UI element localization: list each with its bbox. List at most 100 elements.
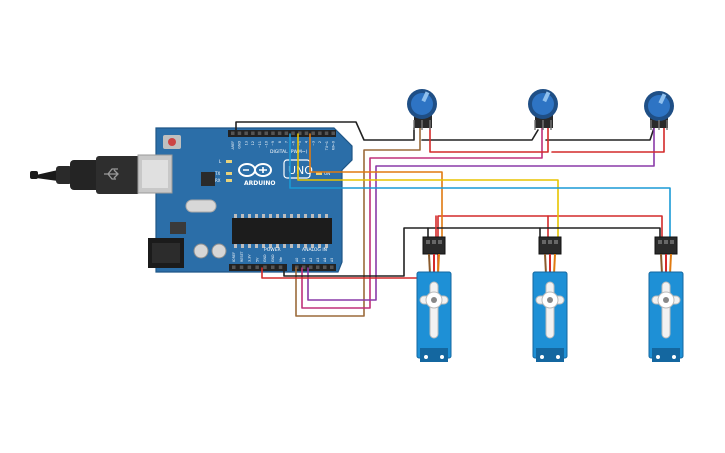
pin-label: A1 [302,258,306,262]
led-label-on: ON [324,171,330,176]
pin-label: GND [263,254,267,262]
header-pin[interactable] [231,131,235,136]
pin-label: IOREF [232,252,236,262]
board-model-label: UNO [288,164,313,177]
header-pin[interactable] [278,265,283,270]
header-pin[interactable] [239,265,244,270]
wire-red-pot3 [551,119,665,153]
pin-label: ~9 [271,141,275,146]
pin-label: A0 [295,258,299,262]
digital-header[interactable] [228,130,336,137]
header-pin[interactable] [237,131,242,136]
pin-label: GND [238,141,242,149]
pin-label: A4 [323,258,327,262]
pin-label: 4 [305,141,309,143]
header-pin[interactable] [304,131,309,136]
wire-gnd-pot-3 [545,127,655,141]
pin-label: RESET [240,250,244,262]
potentiometer-2[interactable] [528,89,558,130]
header-pin[interactable] [323,265,327,270]
pin-label: ~5 [298,141,302,146]
analog-header-label: ANALOG IN [302,247,327,253]
digital-header-label: DIGITAL (PWM~) [270,149,308,155]
status-leds: L TX RX ON [214,159,330,183]
header-pin[interactable] [244,131,248,136]
usb-cable-icon[interactable] [30,156,140,194]
header-pin[interactable] [257,131,262,136]
header-pin[interactable] [251,131,255,136]
wire-blue-signal [289,133,671,245]
potentiometer-3[interactable] [644,91,674,130]
header-pin[interactable] [264,131,269,136]
pin-label: GND [271,254,275,262]
pin-label: 7 [285,141,289,143]
led-label-tx: TX [214,171,220,176]
servo-2[interactable] [532,236,568,362]
pin-label: 2 [318,141,322,143]
pin-label: ~10 [265,141,269,148]
capacitor-2 [211,243,227,259]
header-pin[interactable] [277,131,282,136]
led-label-rx: RX [215,178,221,183]
dc-jack-icon [148,238,184,268]
header-pin[interactable] [324,131,329,136]
header-pin[interactable] [302,265,306,270]
pin-label: 13 [244,141,248,145]
voltage-regulator [170,222,186,234]
wire-yellow-signal [297,133,559,245]
reset-button-cap[interactable] [168,138,176,146]
arduino-logo-icon [238,163,272,177]
analog-header[interactable] [292,264,336,271]
header-pin[interactable] [298,131,302,136]
wire-black-servo-gnd [283,227,661,277]
header-pin[interactable] [263,265,267,270]
header-pin[interactable] [295,265,299,270]
pin-label: 12 [251,141,255,145]
header-pin[interactable] [255,265,259,270]
header-pin[interactable] [311,131,315,136]
pin-label: Vin [279,257,283,262]
servo-1[interactable] [416,236,452,362]
pin-label: ~6 [291,141,295,146]
pin-label: 5V [255,257,259,262]
pin-label: ~3 [311,141,315,146]
header-pin[interactable] [271,131,275,136]
chip-pins [234,214,328,248]
header-pin[interactable] [330,265,334,270]
pin-label: A5 [330,258,334,262]
pin-label: 3.3V [248,254,252,262]
usb-chip [201,172,215,186]
crystal-oscillator [185,199,217,213]
pin-label: TX→1 [325,141,329,151]
header-pin[interactable] [271,265,275,270]
usb-port-inner [142,160,168,188]
pin-label: AREF [231,141,235,150]
capacitor-1 [193,243,209,259]
power-header-label: POWER [264,247,281,253]
header-pin[interactable] [331,131,336,136]
wire-gnd-pots [235,121,415,141]
pin-label: A2 [309,258,313,262]
wire-red-pots [429,119,549,153]
board-brand-label: ARDUINO [244,180,275,187]
pin-label: ~11 [258,141,262,148]
header-pin[interactable] [247,265,252,270]
header-pin[interactable] [316,265,320,270]
led-label-l: L [219,159,222,164]
wire-purple-a2 [307,123,655,301]
wire-orange-signal [309,133,443,245]
potentiometer-1[interactable] [407,89,437,130]
header-pin[interactable] [284,131,289,136]
header-pin[interactable] [291,131,295,136]
wire-brown-a0 [295,119,421,317]
header-pin[interactable] [232,265,236,270]
pin-label: RX←0 [332,141,336,150]
header-pin[interactable] [318,131,322,136]
header-pin[interactable] [309,265,313,270]
pin-label: 8 [278,141,282,143]
servo-3[interactable] [648,236,684,362]
